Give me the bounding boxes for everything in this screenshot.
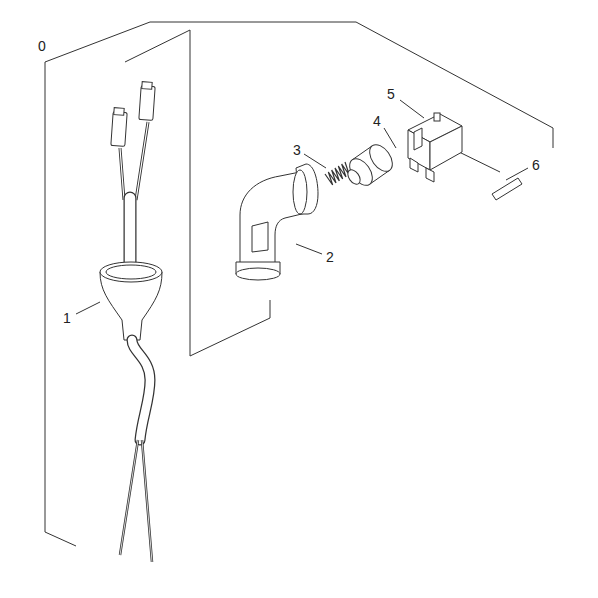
elbow-fitting [236,164,318,280]
callout-number: 3 [291,142,303,158]
leader-line [384,128,396,148]
leader-line [296,244,322,254]
bracket-line [45,62,76,546]
bracket-line [45,22,553,148]
bracket-line [270,300,271,318]
pin [492,178,522,200]
callout-number: 2 [324,249,336,265]
leader-line [400,100,424,118]
microswitch [408,113,462,182]
group-brackets [45,22,553,546]
wire-harness [100,82,162,562]
callout-number: 1 [61,310,73,326]
piston [345,141,397,190]
callout-number: 0 [36,38,48,54]
callout-number: 5 [385,86,397,102]
leader-line [455,150,500,172]
leader-line [76,302,100,314]
callout-number: 4 [371,113,383,129]
spring [325,162,349,185]
callout-number: 6 [530,157,542,173]
